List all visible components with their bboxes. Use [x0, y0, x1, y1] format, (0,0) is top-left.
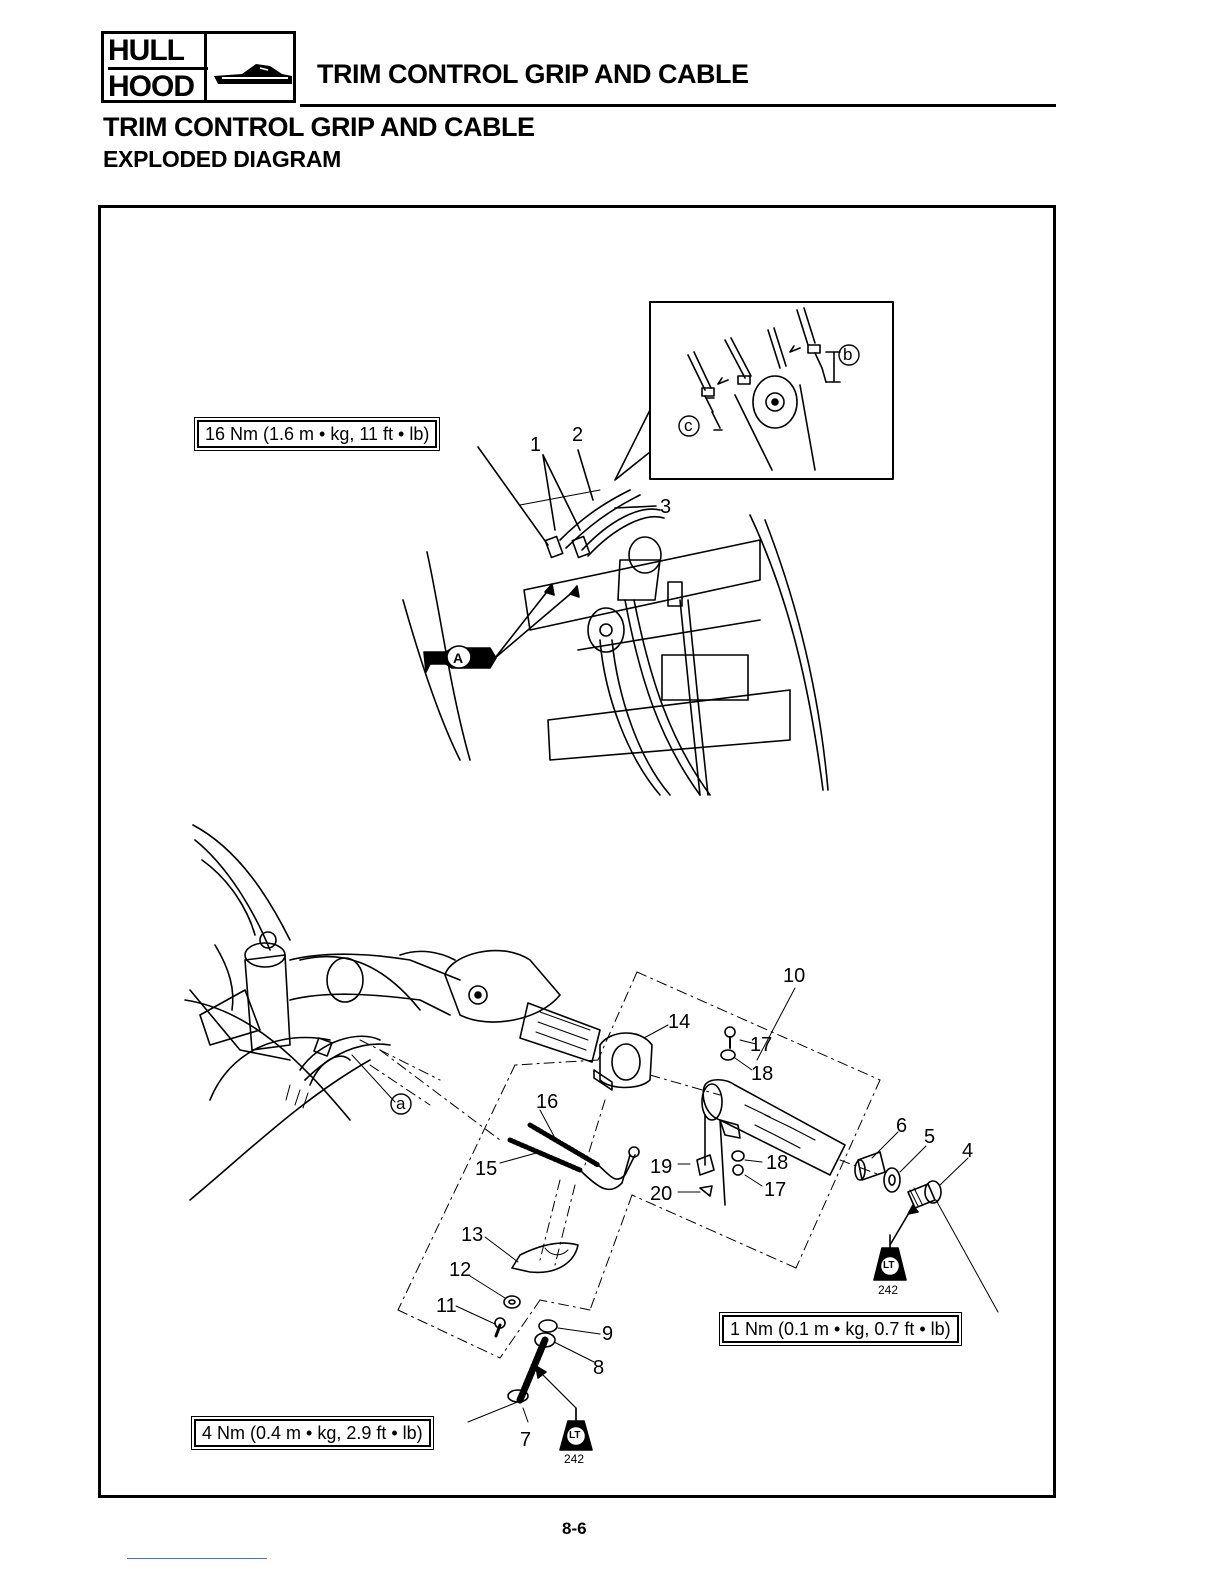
torque-spec-top: 16 Nm (1.6 m • kg, 11 ft • lb): [197, 420, 437, 448]
marker-c: c: [684, 416, 693, 436]
callout-16: 16: [536, 1092, 558, 1112]
locktite-number-right: 242: [878, 1283, 898, 1297]
callout-17-upper: 17: [750, 1035, 772, 1055]
locktite-bottom: [560, 1408, 592, 1450]
callout-6: 6: [896, 1116, 907, 1136]
inset-detail: [615, 302, 893, 480]
callout-18-upper: 18: [751, 1064, 773, 1084]
upper-routing-view: [403, 447, 828, 795]
callout-1: 1: [530, 435, 541, 455]
locktite-symbol-bottom: LT: [569, 1430, 580, 1441]
callout-14: 14: [668, 1012, 690, 1032]
marker-a: a: [396, 1094, 405, 1114]
footer-rule: [127, 1558, 267, 1559]
marker-grease-A: A: [453, 648, 463, 668]
callout-19: 19: [650, 1157, 672, 1177]
callout-11: 11: [436, 1296, 457, 1316]
callout-7: 7: [520, 1430, 531, 1450]
callout-17-lower: 17: [764, 1180, 786, 1200]
page-number: 8-6: [562, 1519, 587, 1539]
torque-spec-right: 1 Nm (0.1 m • kg, 0.7 ft • lb): [722, 1315, 959, 1343]
locktite-right: [874, 1235, 906, 1280]
locktite-number-bottom: 242: [564, 1452, 584, 1466]
callout-12: 12: [449, 1260, 471, 1280]
callout-13: 13: [461, 1225, 483, 1245]
callout-3: 3: [660, 497, 671, 517]
callout-8: 8: [593, 1358, 604, 1378]
callout-15: 15: [475, 1159, 497, 1179]
callout-2: 2: [572, 425, 583, 445]
callout-9: 9: [602, 1324, 613, 1344]
callout-10: 10: [783, 966, 805, 986]
callout-18-lower: 18: [766, 1153, 788, 1173]
torque-spec-bottom: 4 Nm (0.4 m • kg, 2.9 ft • lb): [194, 1419, 431, 1447]
marker-b: b: [843, 345, 852, 365]
locktite-symbol-right: LT: [883, 1260, 894, 1271]
callout-5: 5: [924, 1127, 935, 1147]
callout-20: 20: [650, 1184, 672, 1204]
callout-4: 4: [962, 1141, 973, 1161]
